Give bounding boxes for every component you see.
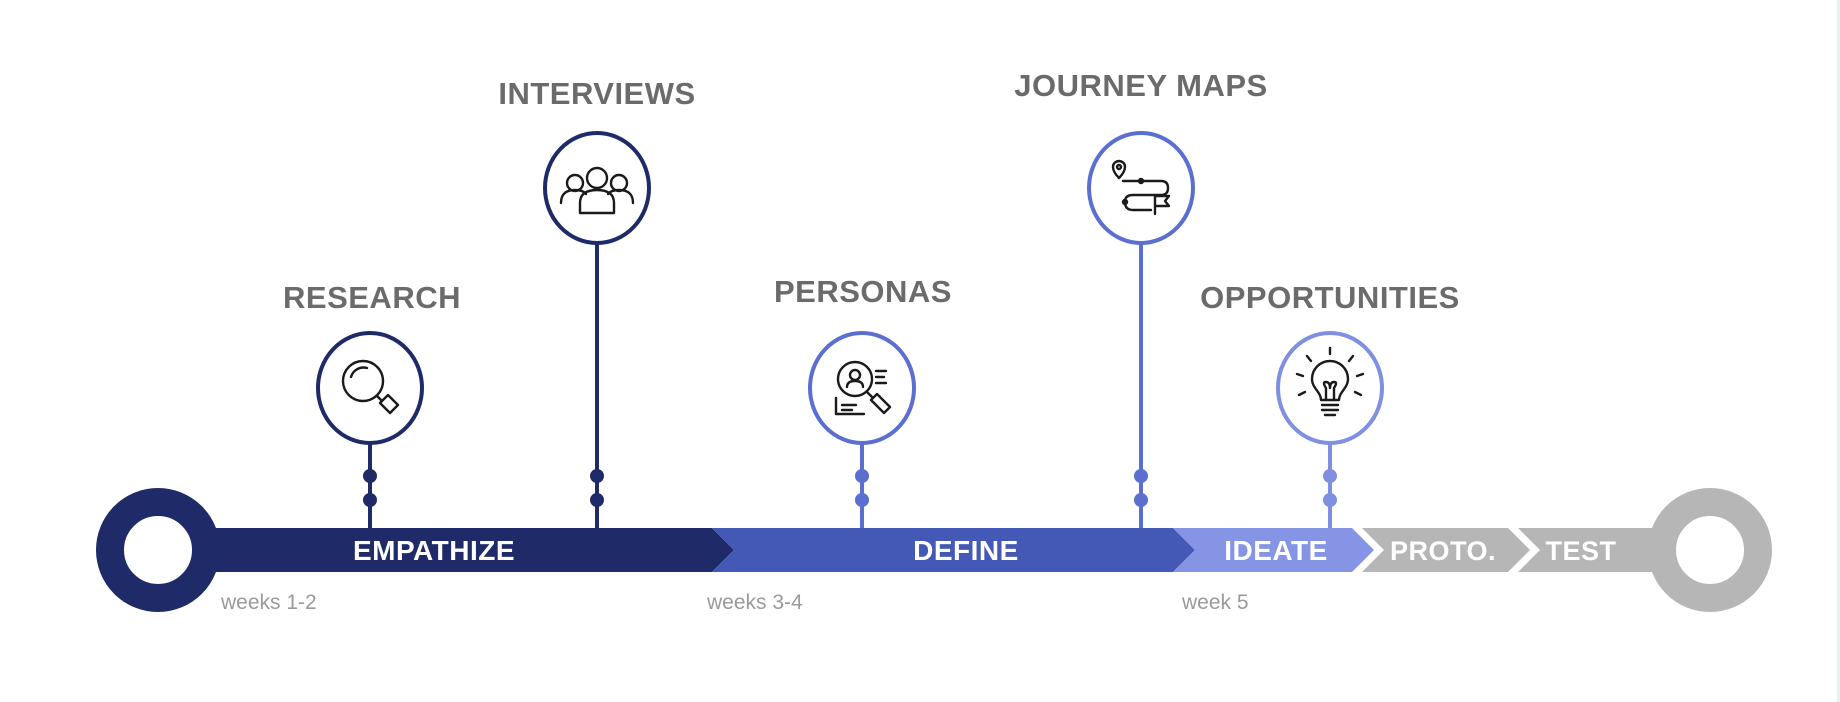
- magnifier-icon: [341, 359, 400, 415]
- connector-dot: [1134, 493, 1148, 507]
- milestone-research: RESEARCH: [283, 280, 461, 528]
- phase-bar-test: [1518, 528, 1660, 572]
- milestone-opportunities: OPPORTUNITIES: [1200, 280, 1460, 528]
- milestone-title: JOURNEY MAPS: [1014, 68, 1268, 103]
- connector-dot: [1134, 469, 1148, 483]
- connector-dot: [363, 469, 377, 483]
- milestone-interviews: INTERVIEWS: [498, 76, 695, 528]
- duration-label-ideate: week 5: [1181, 591, 1249, 614]
- milestone-journey-maps: JOURNEY MAPS: [1014, 68, 1268, 528]
- connector-dot: [590, 493, 604, 507]
- right-edge-line: [1837, 0, 1840, 702]
- milestone-title: OPPORTUNITIES: [1200, 280, 1460, 315]
- phase-bar-define: [712, 528, 1195, 572]
- phase-bar-prototype: [1362, 528, 1530, 572]
- icon-badge: [808, 331, 916, 445]
- persona-search-icon: [834, 360, 892, 416]
- phase-label-ideate: IDEATE: [1224, 535, 1328, 566]
- icon-badge: [1087, 131, 1195, 245]
- connector-dot: [590, 469, 604, 483]
- milestone-title: PERSONAS: [774, 274, 952, 309]
- timeline-end-cap: [1648, 488, 1772, 612]
- milestone-personas: PERSONAS: [774, 274, 952, 528]
- phase-bar-ideate: [1173, 528, 1374, 572]
- connector-dot: [855, 469, 869, 483]
- phase-label-test: TEST: [1545, 536, 1616, 566]
- connector-dot: [1323, 469, 1337, 483]
- phase-label-empathize: EMPATHIZE: [353, 535, 515, 566]
- timeline-start-cap: [96, 488, 220, 612]
- connector-dot: [363, 493, 377, 507]
- icon-badge: [316, 331, 424, 445]
- lightbulb-icon: [1295, 346, 1365, 417]
- connector-dot: [1323, 493, 1337, 507]
- milestone-title: RESEARCH: [283, 280, 461, 315]
- duration-label-empathize: weeks 1-2: [220, 591, 317, 614]
- connector-dot: [855, 493, 869, 507]
- route-map-icon: [1111, 159, 1171, 216]
- duration-label-define: weeks 3-4: [706, 591, 803, 614]
- milestone-title: INTERVIEWS: [498, 76, 695, 111]
- phase-bar-empathize: [200, 528, 734, 572]
- phase-label-define: DEFINE: [913, 535, 1019, 566]
- phase-label-prototype: PROTO.: [1390, 536, 1496, 566]
- people-group-icon: [559, 166, 635, 215]
